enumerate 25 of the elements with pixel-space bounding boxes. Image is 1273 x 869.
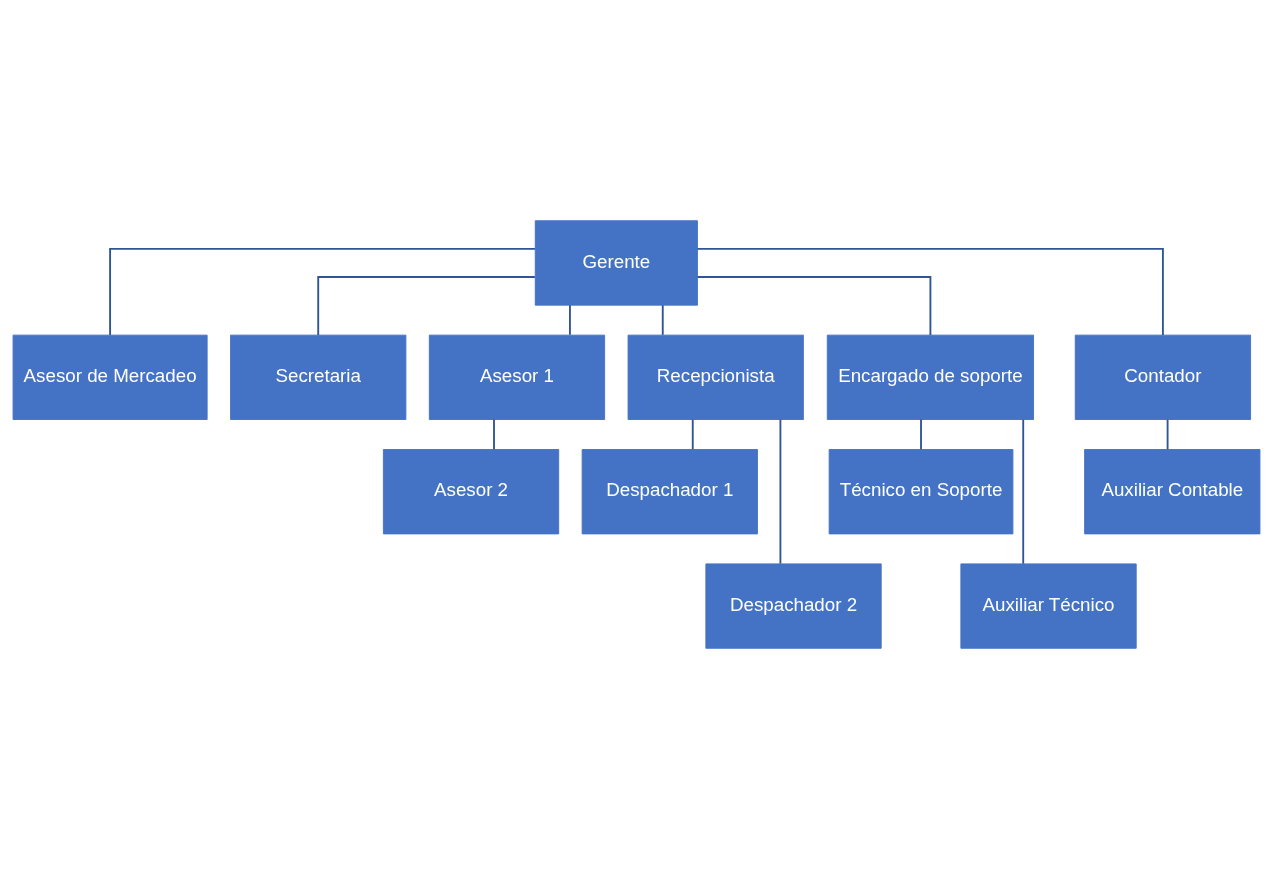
node-box: Gerente: [534, 220, 698, 306]
connector: [661, 304, 664, 336]
node-box: Despachador 1: [581, 449, 758, 535]
node-box: Auxiliar Contable: [1084, 449, 1261, 535]
node-box: Asesor 2: [382, 449, 560, 535]
connector: [696, 276, 932, 336]
node-box: Despachador 2: [705, 563, 882, 649]
connector: [1022, 418, 1025, 565]
connector: [109, 247, 536, 336]
node-box: Recepcionista: [627, 334, 804, 420]
connector: [317, 276, 536, 336]
connector: [1166, 418, 1169, 451]
connector: [920, 418, 922, 451]
node-box: Auxiliar Técnico: [960, 563, 1137, 649]
node-box: Asesor de Mercadeo: [12, 334, 208, 420]
connector: [779, 418, 782, 565]
node-box: Secretaria: [230, 334, 407, 420]
connector: [493, 418, 495, 451]
connector: [691, 418, 694, 451]
node-box: Encargado de soporte: [826, 334, 1034, 420]
connector: [569, 304, 571, 336]
node-box: Técnico en Soporte: [828, 449, 1014, 535]
node-box: Asesor 1: [428, 334, 606, 420]
node-box: Contador: [1074, 334, 1252, 420]
connector: [696, 247, 1164, 336]
